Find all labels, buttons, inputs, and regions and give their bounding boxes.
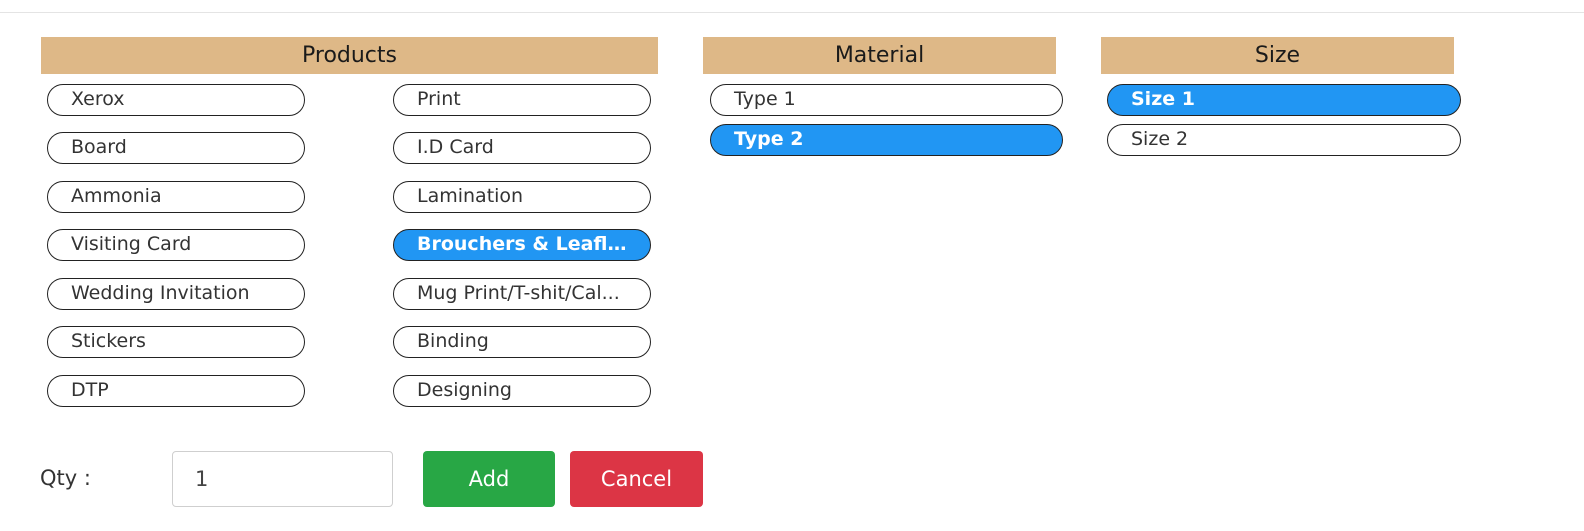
cancel-button[interactable]: Cancel xyxy=(570,451,703,507)
product-option[interactable]: Mug Print/T-shit/Cal... xyxy=(393,278,651,310)
product-option[interactable]: Ammonia xyxy=(47,181,305,213)
product-option[interactable]: Brouchers & Leaflets xyxy=(393,229,651,261)
product-option[interactable]: Xerox xyxy=(47,84,305,116)
top-divider xyxy=(0,12,1584,13)
material-option[interactable]: Type 1 xyxy=(710,84,1063,116)
material-option[interactable]: Type 2 xyxy=(710,124,1063,156)
size-option[interactable]: Size 2 xyxy=(1107,124,1461,156)
add-button[interactable]: Add xyxy=(423,451,555,507)
product-option[interactable]: Stickers xyxy=(47,326,305,358)
product-option[interactable]: Wedding Invitation xyxy=(47,278,305,310)
size-option[interactable]: Size 1 xyxy=(1107,84,1461,116)
product-option[interactable]: Binding xyxy=(393,326,651,358)
product-option[interactable]: I.D Card xyxy=(393,132,651,164)
product-option[interactable]: DTP xyxy=(47,375,305,407)
qty-input[interactable] xyxy=(172,451,393,507)
product-option[interactable]: Lamination xyxy=(393,181,651,213)
size-header: Size xyxy=(1101,37,1454,74)
qty-label: Qty : xyxy=(40,466,91,490)
product-option[interactable]: Designing xyxy=(393,375,651,407)
material-header: Material xyxy=(703,37,1056,74)
product-option[interactable]: Print xyxy=(393,84,651,116)
product-option[interactable]: Board xyxy=(47,132,305,164)
product-option[interactable]: Visiting Card xyxy=(47,229,305,261)
products-header: Products xyxy=(41,37,658,74)
